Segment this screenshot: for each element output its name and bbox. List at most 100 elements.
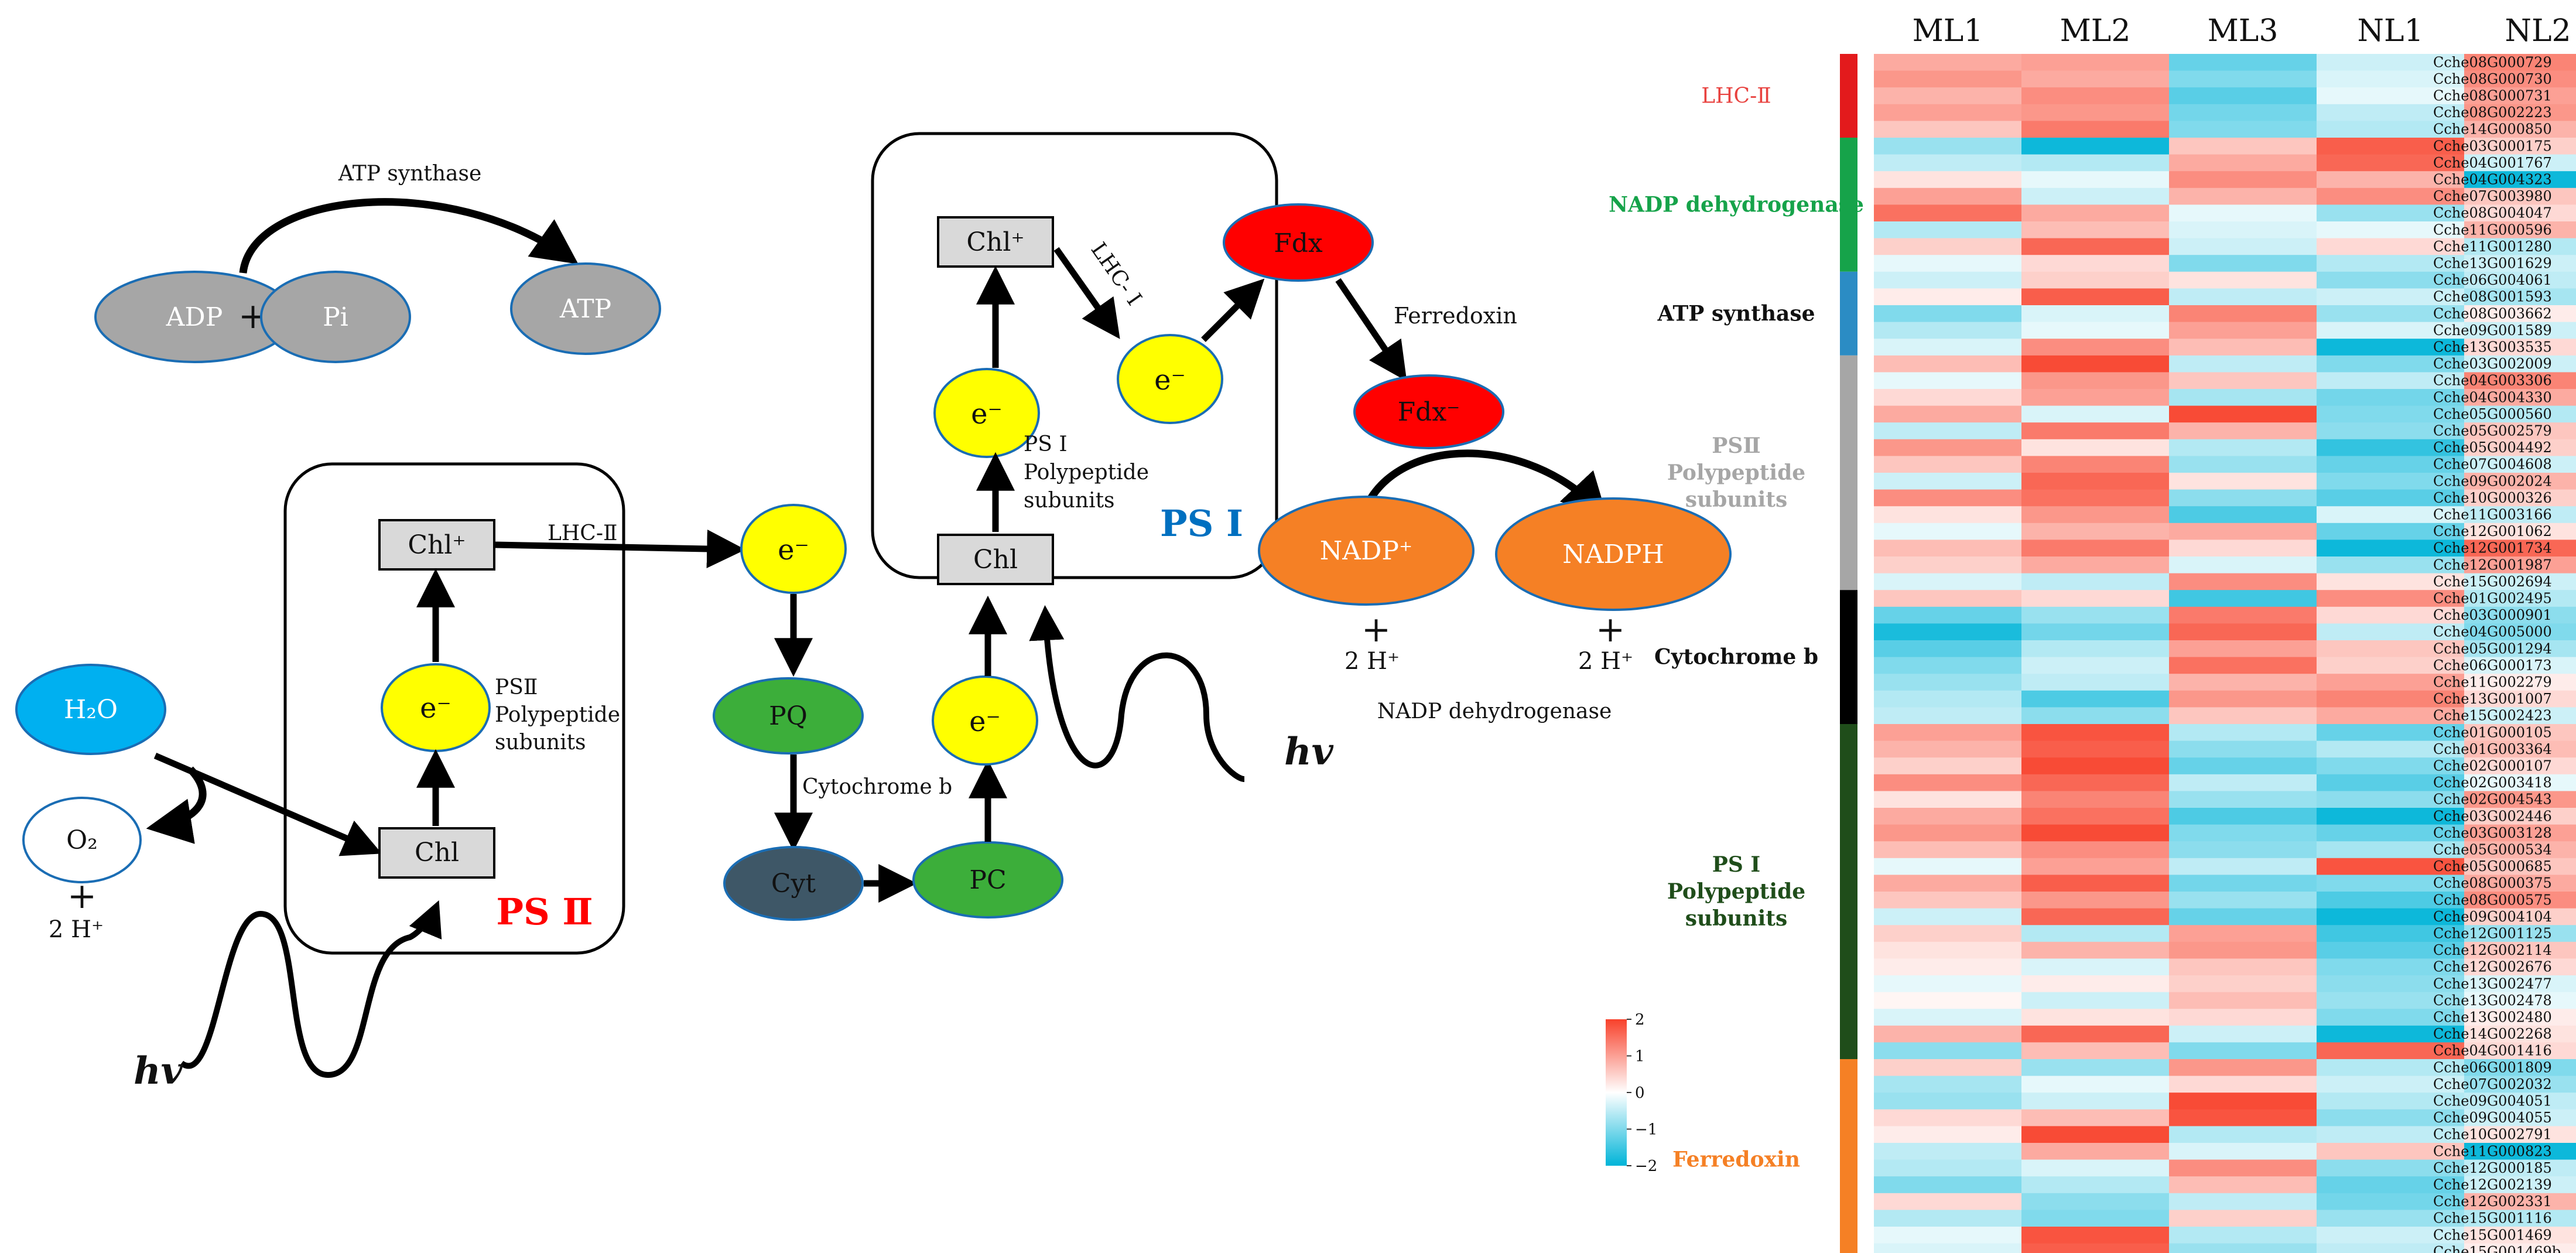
- heatmap-cell: [2317, 154, 2465, 172]
- heatmap-cell: [2317, 774, 2465, 791]
- heatmap-cell: [2464, 1076, 2576, 1093]
- fdx-to-fdxminus-arrow: [1335, 278, 1407, 381]
- heatmap-group-label: Polypeptide: [1667, 879, 1805, 904]
- heatmap-cell: [2021, 1042, 2170, 1060]
- h2o-node: [15, 664, 166, 755]
- heatmap-cell: [2317, 439, 2465, 456]
- ps2-electron-text: e⁻: [420, 692, 451, 725]
- heatmap-cell: [2021, 1193, 2170, 1210]
- heatmap-group-bar: [1840, 590, 1857, 724]
- pc-node: [912, 841, 1063, 919]
- heatmap-cell: [2464, 439, 2576, 456]
- heatmap-cell: [2464, 288, 2576, 306]
- heatmap-cell: [1874, 456, 2022, 473]
- heatmap-cell: [2021, 1210, 2170, 1227]
- heatmap-cell: [2464, 506, 2576, 524]
- heatmap-cell: [2464, 1059, 2576, 1077]
- heatmap-cell: [2464, 540, 2576, 557]
- heatmap-cell: [2021, 489, 2170, 507]
- heatmap-cell: [2021, 288, 2170, 306]
- heatmap-cell: [2021, 305, 2170, 323]
- heatmap-cell: [2169, 506, 2317, 524]
- heatmap-cell: [2169, 489, 2317, 507]
- heatmap-cell: [1874, 87, 2022, 105]
- heatmap-cell: [2317, 355, 2465, 373]
- ps1-complex: Chl⁺ e⁻ Chl PS Ⅰ Polypeptide subunits LH…: [871, 132, 1334, 782]
- ps1-chl-plus-box: [937, 216, 1054, 268]
- nadp-right-protons: 2 H⁺: [1578, 648, 1633, 675]
- heatmap-cell: [2021, 707, 2170, 725]
- heatmap-cell: [2464, 422, 2576, 440]
- heatmap-cell: [2021, 355, 2170, 373]
- heatmap-cell: [2317, 690, 2465, 708]
- ps2-chl-plus-text: Chl⁺: [408, 530, 466, 560]
- heatmap-cell: [2021, 606, 2170, 624]
- heatmap-cell: [2464, 138, 2576, 155]
- heatmap-cell: [2317, 724, 2465, 742]
- ps2-lhc-label: LHC-Ⅱ: [548, 521, 617, 545]
- ps2-chl-box: [378, 827, 495, 879]
- heatmap-cell: [2021, 87, 2170, 105]
- heatmap-column-header: NL2: [2505, 13, 2571, 49]
- heatmap-cell: [2317, 908, 2465, 926]
- ps2-subunits-line3: subunits: [495, 730, 586, 754]
- heatmap-cell: [2317, 1059, 2465, 1077]
- heatmap-cell: [2169, 1042, 2317, 1060]
- ps1-chl-box: [937, 534, 1054, 585]
- heatmap-cell: [2317, 674, 2465, 691]
- heatmap-cell: [1874, 1243, 2022, 1253]
- heatmap-cell: [2317, 858, 2465, 875]
- heatmap-cell: [2464, 824, 2576, 842]
- heatmap-cell: [2021, 992, 2170, 1009]
- chain-electron2-text: e⁻: [969, 705, 1001, 738]
- heatmap-cell: [2021, 339, 2170, 356]
- heatmap-cell: [2317, 640, 2465, 658]
- heatmap-cell: [2464, 104, 2576, 121]
- heatmap-cell: [2021, 774, 2170, 791]
- heatmap-cell: [2317, 1143, 2465, 1160]
- cyt-text: Cyt: [771, 869, 816, 899]
- atp-node: [510, 262, 661, 355]
- color-scale-tick-label: −2: [1635, 1158, 1657, 1175]
- ps1-title: PS Ⅰ: [1160, 502, 1243, 545]
- heatmap-cell: [2317, 1243, 2465, 1253]
- heatmap-gene-label: Cche08G000375: [2433, 875, 2552, 892]
- heatmap-cell: [2464, 1009, 2576, 1026]
- heatmap-gene-label: Cche11G000823: [2433, 1143, 2552, 1159]
- heatmap-cell: [1874, 707, 2022, 725]
- heatmap-cell: [2464, 992, 2576, 1009]
- heatmap-cell: [1874, 171, 2022, 189]
- heatmap-cell: [2317, 221, 2465, 239]
- heatmap-gene-label: Cche12G001062: [2433, 523, 2552, 540]
- heatmap-cell: [2464, 1210, 2576, 1227]
- heatmap-gene-label: Cche01G002495: [2433, 590, 2552, 607]
- heatmap-gene-label: Cche14G000850: [2433, 121, 2552, 138]
- heatmap-cell: [1874, 791, 2022, 808]
- heatmap-cell: [2169, 389, 2317, 407]
- heatmap-cell: [2464, 925, 2576, 943]
- heatmap-cell: [2464, 372, 2576, 390]
- heatmap-gene-label: Cche03G003128: [2433, 825, 2552, 841]
- pq-text: PQ: [769, 701, 808, 731]
- heatmap-gene-label: Cche07G003980: [2433, 188, 2552, 204]
- heatmap-cell: [2021, 740, 2170, 758]
- heatmap-cell: [2021, 473, 2170, 490]
- heatmap-cell: [1874, 523, 2022, 540]
- heatmap-cell: [2464, 255, 2576, 272]
- heatmap-cell: [2021, 506, 2170, 524]
- pi-text: Pi: [323, 302, 348, 332]
- heatmap-gene-label: Cche13G001007: [2433, 691, 2552, 707]
- heatmap-cell: [2021, 690, 2170, 708]
- adp-text: ADP: [166, 302, 223, 332]
- heatmap-cell: [2169, 690, 2317, 708]
- color-scale-tick-label: 1: [1635, 1048, 1645, 1066]
- heatmap-group-label: NADP dehydrogenase: [1609, 192, 1864, 217]
- heatmap-gene-label: Cche08G000575: [2433, 892, 2552, 908]
- heatmap-cell: [2464, 808, 2576, 825]
- heatmap-cell: [2169, 1059, 2317, 1077]
- heatmap-cell: [2021, 1176, 2170, 1194]
- ps1-subunits-line1: PS Ⅰ: [1024, 432, 1068, 456]
- ps1-right-electron-node: [1117, 334, 1223, 424]
- heatmap-cell: [2021, 1025, 2170, 1043]
